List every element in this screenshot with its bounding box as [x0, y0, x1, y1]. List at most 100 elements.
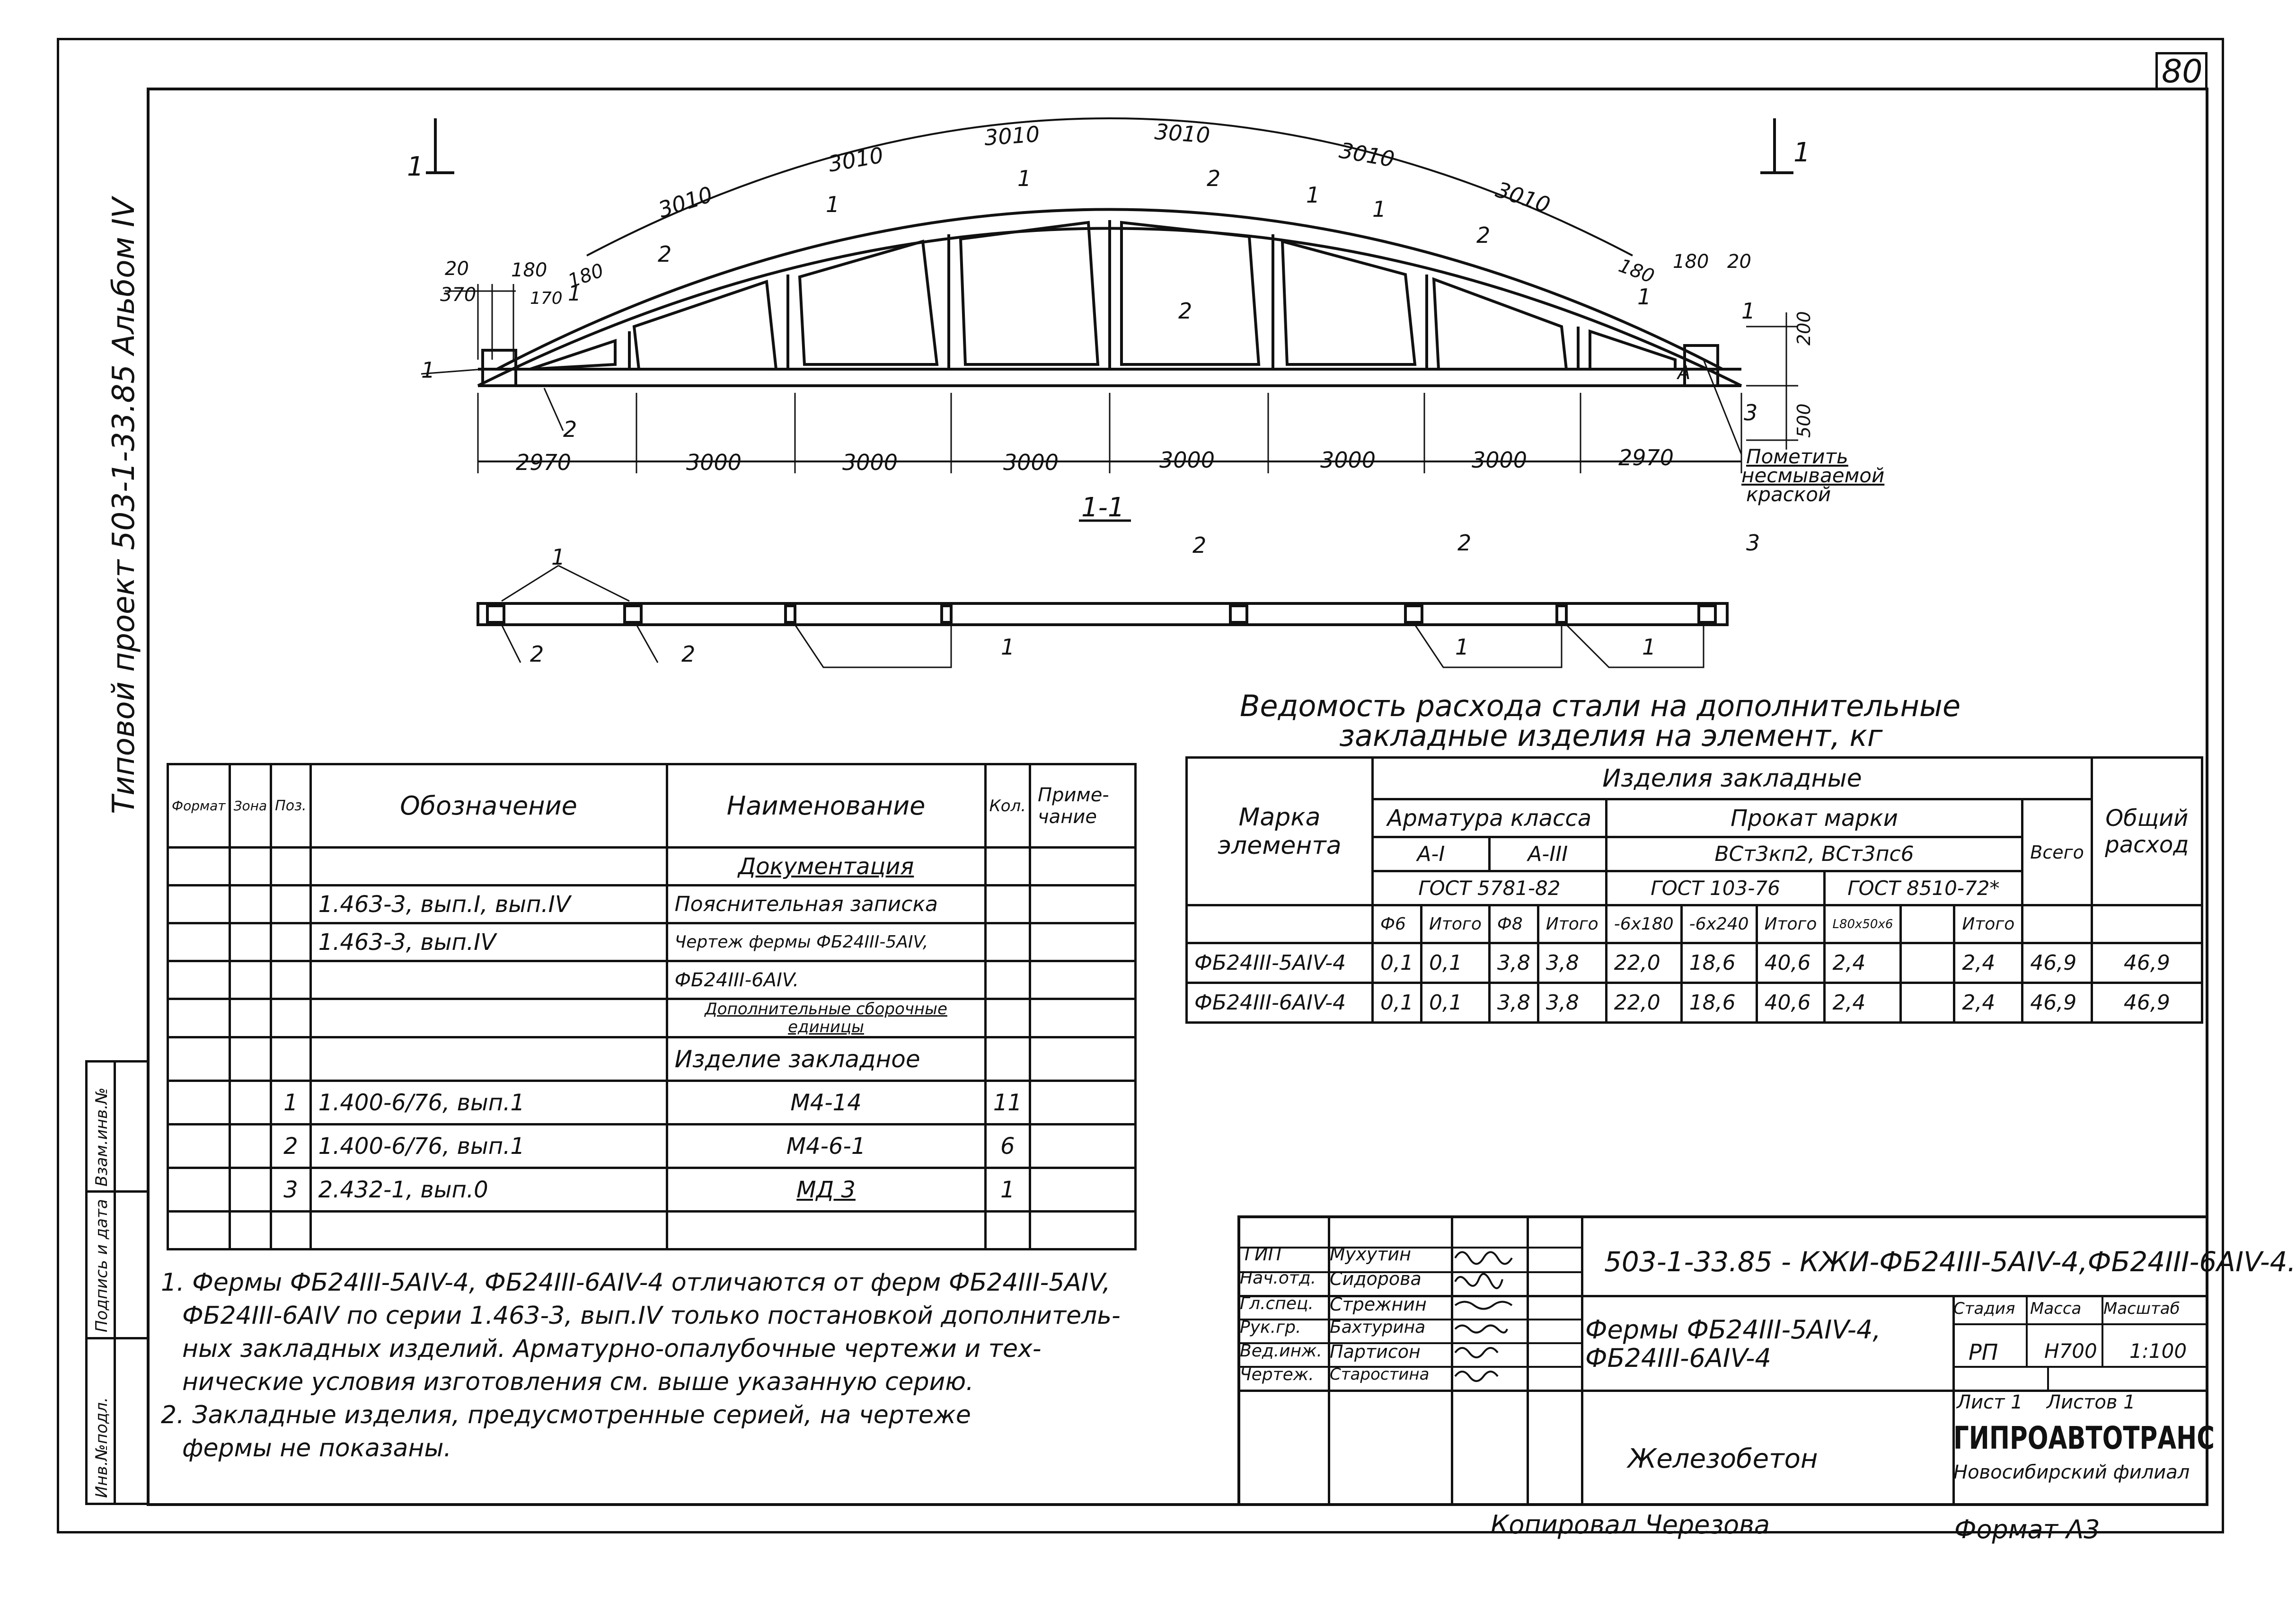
plan-label-1c: 1 [1455, 634, 1469, 660]
spec-table: Формат Зона Поз. Обозначение Наименовани… [167, 763, 1137, 1250]
bottom-dim-1: 2970 [516, 450, 572, 475]
steel-col-0: Ф6 [1371, 904, 1422, 944]
right-dim-200: 200 [1793, 311, 1814, 345]
spec-qty: 6 [984, 1123, 1032, 1169]
note-line-2: ФБ24III-6АIV по серии 1.463-3, вып.IV то… [182, 1302, 1121, 1330]
spec-code [309, 998, 668, 1038]
item-name: Фермы ФБ24III-5АIV-4, ФБ24III-6АIV-4 [1585, 1316, 1945, 1373]
stage: РП [1969, 1339, 1998, 1365]
plan-label-1b: 1 [1001, 634, 1015, 660]
part-label-1b: 1 [568, 282, 581, 306]
spec-name: Документация [665, 846, 987, 886]
spec-qty: 1 [984, 1167, 1032, 1213]
bottom-dim-7: 3000 [1472, 447, 1528, 473]
steel-col-7: L80х50х6 [1823, 904, 1902, 944]
note-line-3: ных закладных изделий. Арматурно-опалубо… [182, 1335, 1042, 1363]
top-dim-3: 3010 [983, 121, 1041, 151]
section-mark-right: 1 [1793, 137, 1810, 168]
steel-h-group: Изделия закладные [1371, 756, 2093, 800]
bottom-dim-5: 3000 [1159, 447, 1215, 473]
bottom-dim-4: 3000 [1003, 450, 1059, 475]
steel-cell: 46,9 [2090, 942, 2203, 984]
steel-cell: 40,6 [1755, 982, 1826, 1024]
steel-cell: 0,1 [1371, 942, 1422, 984]
page-number: 80 [2162, 53, 2203, 90]
steel-col-2: Ф8 [1488, 904, 1539, 944]
name-gip: Мухутин [1330, 1244, 1411, 1265]
spec-pos [270, 998, 312, 1038]
spec-pos: 3 [270, 1167, 312, 1213]
spec-qty [984, 1036, 1032, 1082]
role-rukgr: Рук.гр. [1240, 1318, 1301, 1337]
spec-row [167, 1210, 1137, 1250]
spec-name: М4-14 [665, 1080, 987, 1125]
steel-h-rolled: Прокат марки [1605, 798, 2024, 838]
steel-h-a1: А-I [1371, 836, 1491, 872]
item-name-text: Фермы ФБ24III-5АIV-4, ФБ24III-6АIV-4 [1585, 1315, 1881, 1373]
spec-qty [984, 922, 1032, 962]
plan-label-2a: 2 [530, 641, 544, 667]
part-label-1d: 1 [1017, 166, 1032, 191]
steel-table: Марка элемента Изделия закладные Общий р… [1185, 756, 2203, 1024]
steel-cell: 40,6 [1755, 942, 1826, 984]
steel-row-mark: ФБ24III-6АIV-4 [1185, 982, 1374, 1024]
paint-note-2: несмываемой [1741, 464, 1885, 487]
role-nach: Нач.отд. [1240, 1268, 1316, 1288]
steel-row-mark: ФБ24III-5АIV-4 [1185, 942, 1374, 984]
note-line-5: 2. Закладные изделия, предусмотренные се… [161, 1401, 971, 1429]
part-label-2d: 2 [1476, 222, 1491, 248]
steel-cell: 46,9 [2021, 982, 2093, 1024]
left-dim-370: 370 [440, 284, 477, 306]
spec-qty [984, 884, 1032, 924]
top-dim-4: 3010 [1154, 118, 1211, 149]
spec-row: Дополнительные сборочные единицы [167, 998, 1137, 1038]
name-glspec: Стрежнин [1330, 1294, 1427, 1315]
part-label-1g: 1 [1637, 284, 1651, 310]
inner-frame [147, 88, 2208, 1506]
spec-name: М4-6-1 [665, 1123, 987, 1169]
format: Формат А3 [1954, 1515, 2100, 1544]
steel-cell: 3,8 [1537, 982, 1607, 1024]
spec-pos [270, 1036, 312, 1082]
spec-h-zone: Зона [228, 763, 273, 849]
part-label-3a: 3 [1744, 400, 1758, 425]
stamp-replace-label: Взам.инв.№ [92, 1087, 111, 1187]
paint-note-3: краской [1746, 483, 1831, 506]
spec-h-format: Формат [167, 763, 231, 849]
spec-h-pos: Поз. [270, 763, 312, 849]
spec-name: ФБ24III-6АIV. [665, 960, 987, 1000]
doc-code: 503-1-33.85 - КЖИ-ФБ24III-5АIV-4,ФБ24III… [1604, 1246, 2296, 1278]
steel-cell: 3,8 [1488, 942, 1539, 984]
outer-frame [57, 38, 2224, 1533]
plan-label-3: 3 [1746, 530, 1760, 556]
steel-cell: 46,9 [2021, 942, 2093, 984]
plan-label-2c: 2 [1192, 532, 1207, 558]
bottom-dim-6: 3000 [1320, 447, 1376, 473]
spec-row: Изделие закладное [167, 1036, 1137, 1082]
part-label-1c: 1 [826, 192, 840, 217]
part-label-1e: 1 [1306, 182, 1320, 208]
title-block [1237, 1215, 2206, 1503]
branch: Новосибирский филиал [1953, 1462, 2190, 1483]
steel-cell: 18,6 [1680, 942, 1758, 984]
steel-h-gost1: ГОСТ 5781-82 [1371, 870, 1607, 906]
steel-cell: 3,8 [1488, 982, 1539, 1024]
role-gip: ГИП [1245, 1244, 1282, 1265]
sheet: Лист 1 [1957, 1391, 2023, 1413]
spec-qty [984, 846, 1032, 886]
spec-row: 1.463-3, вып.I, вып.IV Пояснительная зап… [167, 884, 1137, 924]
steel-col-1: Итого [1420, 904, 1491, 944]
spec-row: 3 2.432-1, вып.0 МД 3 1 [167, 1167, 1137, 1213]
spec-code: 1.400-6/76, вып.1 [309, 1080, 668, 1125]
part-label-1h: 1 [1741, 298, 1756, 324]
part-label-1a: 1 [421, 357, 435, 383]
section-title: 1-1 [1081, 492, 1125, 523]
h-stage: Стадия [1953, 1299, 2015, 1318]
spec-name: Чертеж фермы ФБ24III-5АIV, [665, 922, 987, 962]
steel-cell: 0,1 [1420, 942, 1491, 984]
sheets: Листов 1 [2047, 1391, 2136, 1413]
plan-label-1d: 1 [1642, 634, 1656, 660]
steel-row: ФБ24III-6АIV-4 0,1 0,1 3,8 3,8 22,0 18,6… [1185, 982, 2203, 1024]
spec-h-code: Обозначение [309, 763, 668, 849]
spec-pos: 2 [270, 1123, 312, 1169]
